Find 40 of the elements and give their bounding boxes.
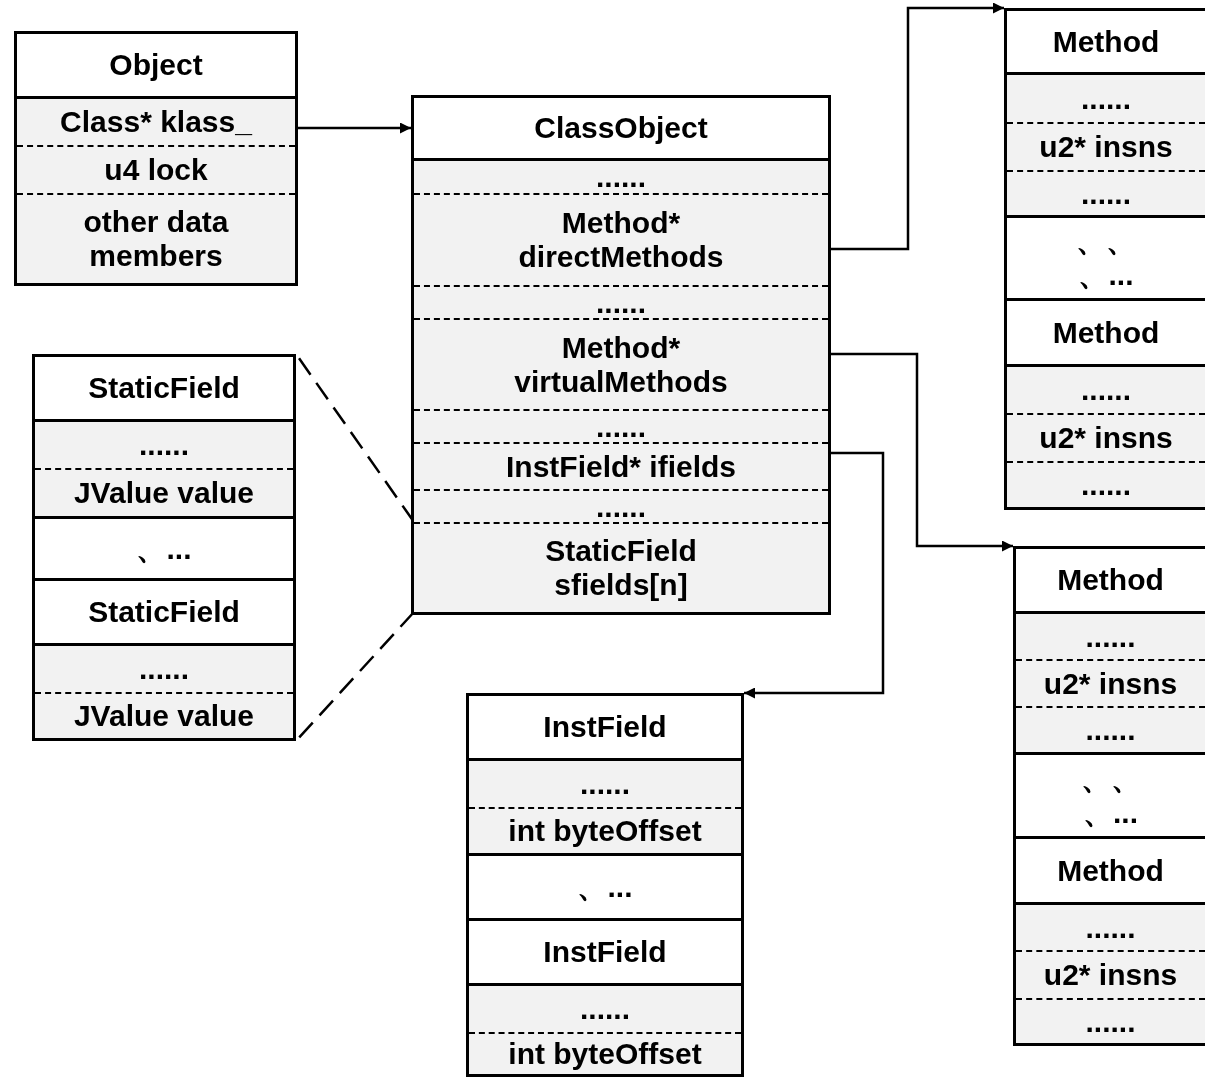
struct-table [411, 95, 831, 615]
field-row: ...... [469, 983, 741, 1032]
field-row: ...... [1016, 998, 1205, 1043]
field-row: int byteOffset [469, 807, 741, 853]
field-row: other data members [17, 193, 295, 283]
field-row: u2* insns [1007, 413, 1205, 461]
field-row: u2* insns [1007, 122, 1205, 170]
field-row: int byteOffset [469, 1032, 741, 1074]
field-row: ...... [414, 285, 828, 318]
field-row: ...... [35, 643, 293, 692]
field-row: ...... [1016, 706, 1205, 752]
field-row: ...... [1007, 72, 1205, 122]
field-row: InstField* ifields [414, 442, 828, 489]
field-row: ...... [414, 489, 828, 522]
field-row: ...... [1016, 902, 1205, 950]
field-row: ...... [1016, 611, 1205, 659]
field-row: ...... [1007, 364, 1205, 413]
field-row: JValue value [35, 468, 293, 516]
field-row: ...... [469, 758, 741, 807]
array-box [32, 354, 296, 741]
field-row: u2* insns [1016, 950, 1205, 998]
field-row: Class* klass_ [17, 96, 295, 145]
struct-table [14, 31, 298, 286]
field-row: ...... [1007, 170, 1205, 215]
field-row: StaticField sfields[n] [414, 522, 828, 612]
struct-name: ClassObject [534, 111, 708, 145]
field-row: ...... [414, 158, 828, 193]
array-box [1004, 8, 1205, 510]
arrow [744, 451, 885, 699]
field-row: JValue value [35, 692, 293, 738]
array-box [1013, 546, 1205, 1046]
field-row: ...... [414, 409, 828, 442]
field-row: ...... [1007, 461, 1205, 507]
field-row: ...... [35, 419, 293, 468]
struct-name: Object [109, 48, 203, 82]
field-row: u2* insns [1016, 659, 1205, 706]
field-row: Method* virtualMethods [414, 318, 828, 409]
field-row: Method* directMethods [414, 193, 828, 285]
field-row: u4 lock [17, 145, 295, 193]
array-box [466, 693, 744, 1077]
